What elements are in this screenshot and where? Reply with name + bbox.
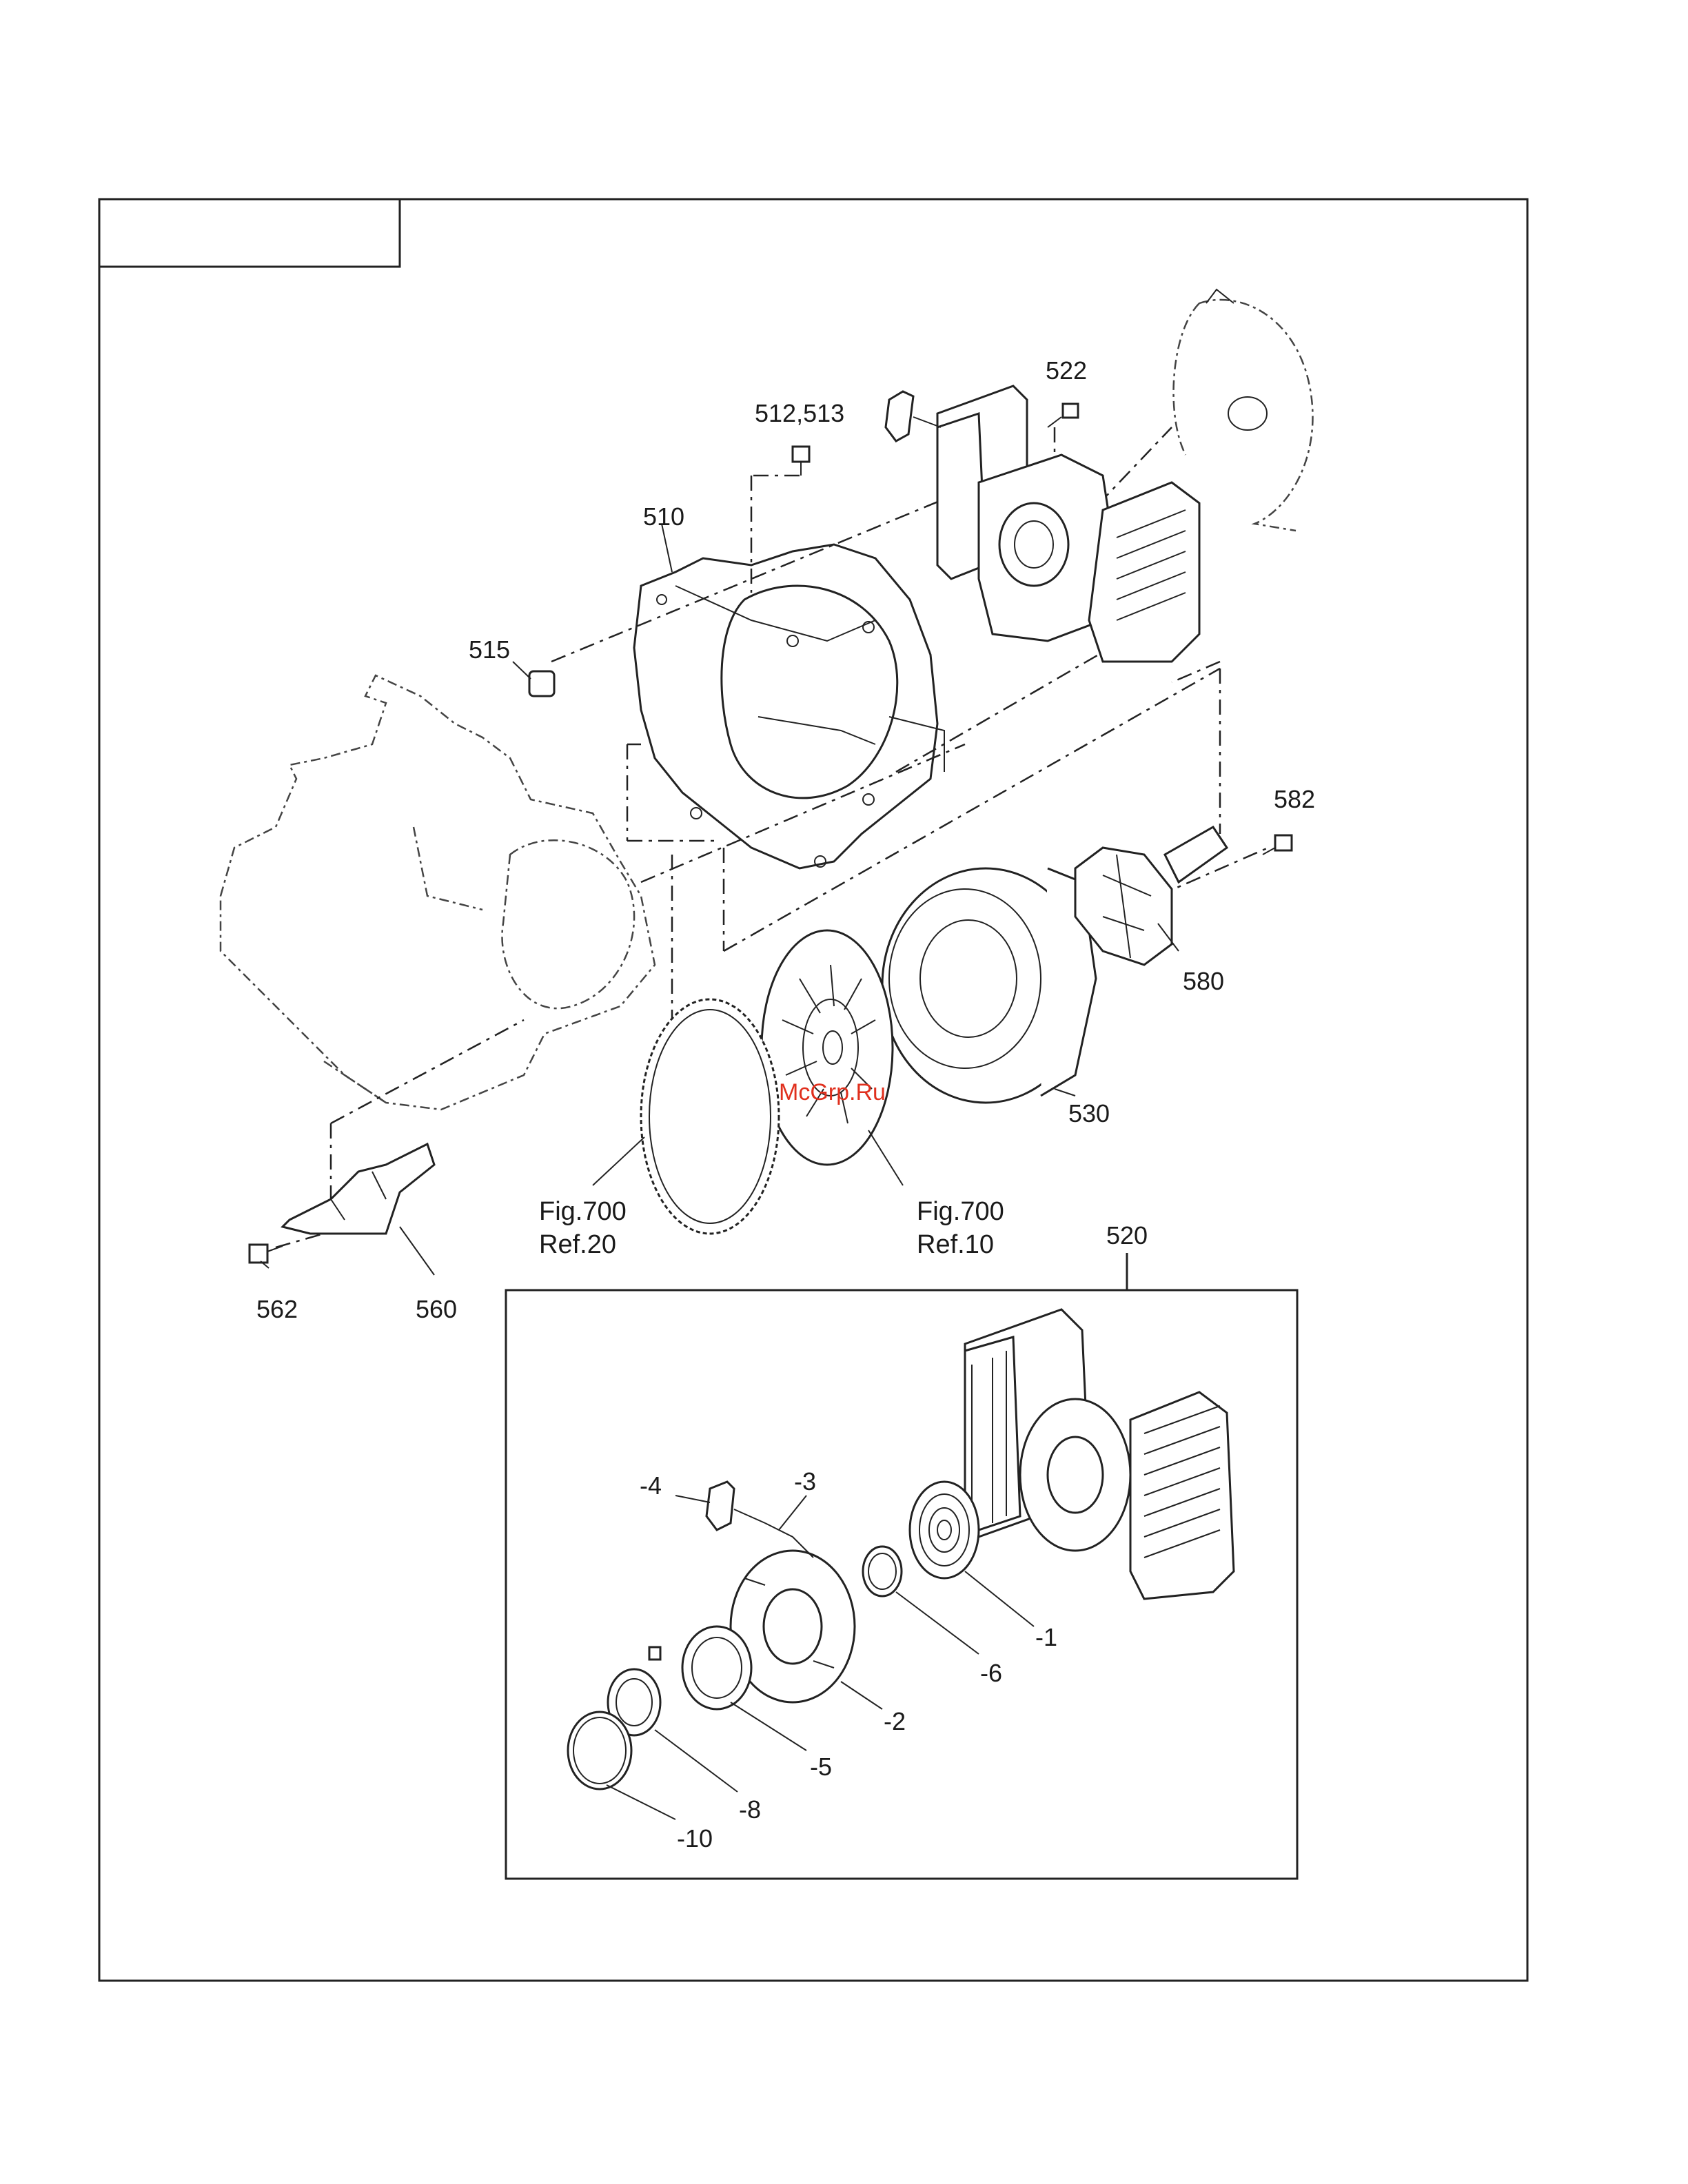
label-fig700-ref20-line1: Fig.700 [539, 1197, 627, 1226]
label-sub-1: -1 [1035, 1623, 1057, 1651]
label-582: 582 [1274, 785, 1315, 813]
recoil-starter-assembly [886, 386, 1199, 662]
inset-subparts [568, 1482, 979, 1789]
cooling-fan [762, 930, 893, 1165]
label-560: 560 [416, 1295, 457, 1323]
watermark: McGrp.Ru [779, 1079, 886, 1105]
label-580: 580 [1183, 967, 1224, 995]
bolt-562 [250, 1245, 283, 1263]
label-512-513: 512,513 [755, 399, 844, 427]
label-sub-4: -4 [640, 1471, 662, 1500]
starter-housing-inset [965, 1309, 1234, 1599]
label-520: 520 [1106, 1221, 1148, 1249]
engine-ghost-outline [221, 675, 655, 1110]
bracket-560 [283, 1144, 434, 1234]
bolt-512 [793, 447, 809, 476]
label-fig700-ref10-line2: Ref.10 [917, 1230, 994, 1259]
label-sub-8: -8 [739, 1795, 761, 1824]
label-sub-3: -3 [794, 1467, 816, 1496]
collar-515 [529, 671, 554, 696]
bolt-522 [1048, 404, 1078, 427]
coupling-580 [1075, 827, 1227, 965]
label-530: 530 [1068, 1099, 1110, 1127]
label-510: 510 [643, 502, 684, 531]
spring-6 [863, 1547, 902, 1596]
label-fig700-ref20-line2: Ref.20 [539, 1230, 616, 1259]
label-sub-2: -2 [884, 1707, 906, 1735]
label-sub-10: -10 [677, 1824, 713, 1853]
label-522: 522 [1046, 356, 1087, 385]
label-515: 515 [469, 635, 510, 664]
label-fig700-ref10-line1: Fig.700 [917, 1197, 1004, 1226]
label-sub-6: -6 [980, 1659, 1002, 1687]
circlip-10 [568, 1712, 631, 1789]
fan-cover-ghost [1174, 289, 1313, 531]
bolt-582 [1263, 835, 1292, 855]
spiral-spring-1 [910, 1482, 979, 1578]
label-562: 562 [256, 1295, 298, 1323]
ring-gear [641, 999, 779, 1234]
label-sub-5: -5 [810, 1753, 832, 1781]
ratchet-5 [649, 1626, 751, 1709]
flywheel-530 [882, 868, 1096, 1103]
handle-4 [706, 1482, 765, 1530]
